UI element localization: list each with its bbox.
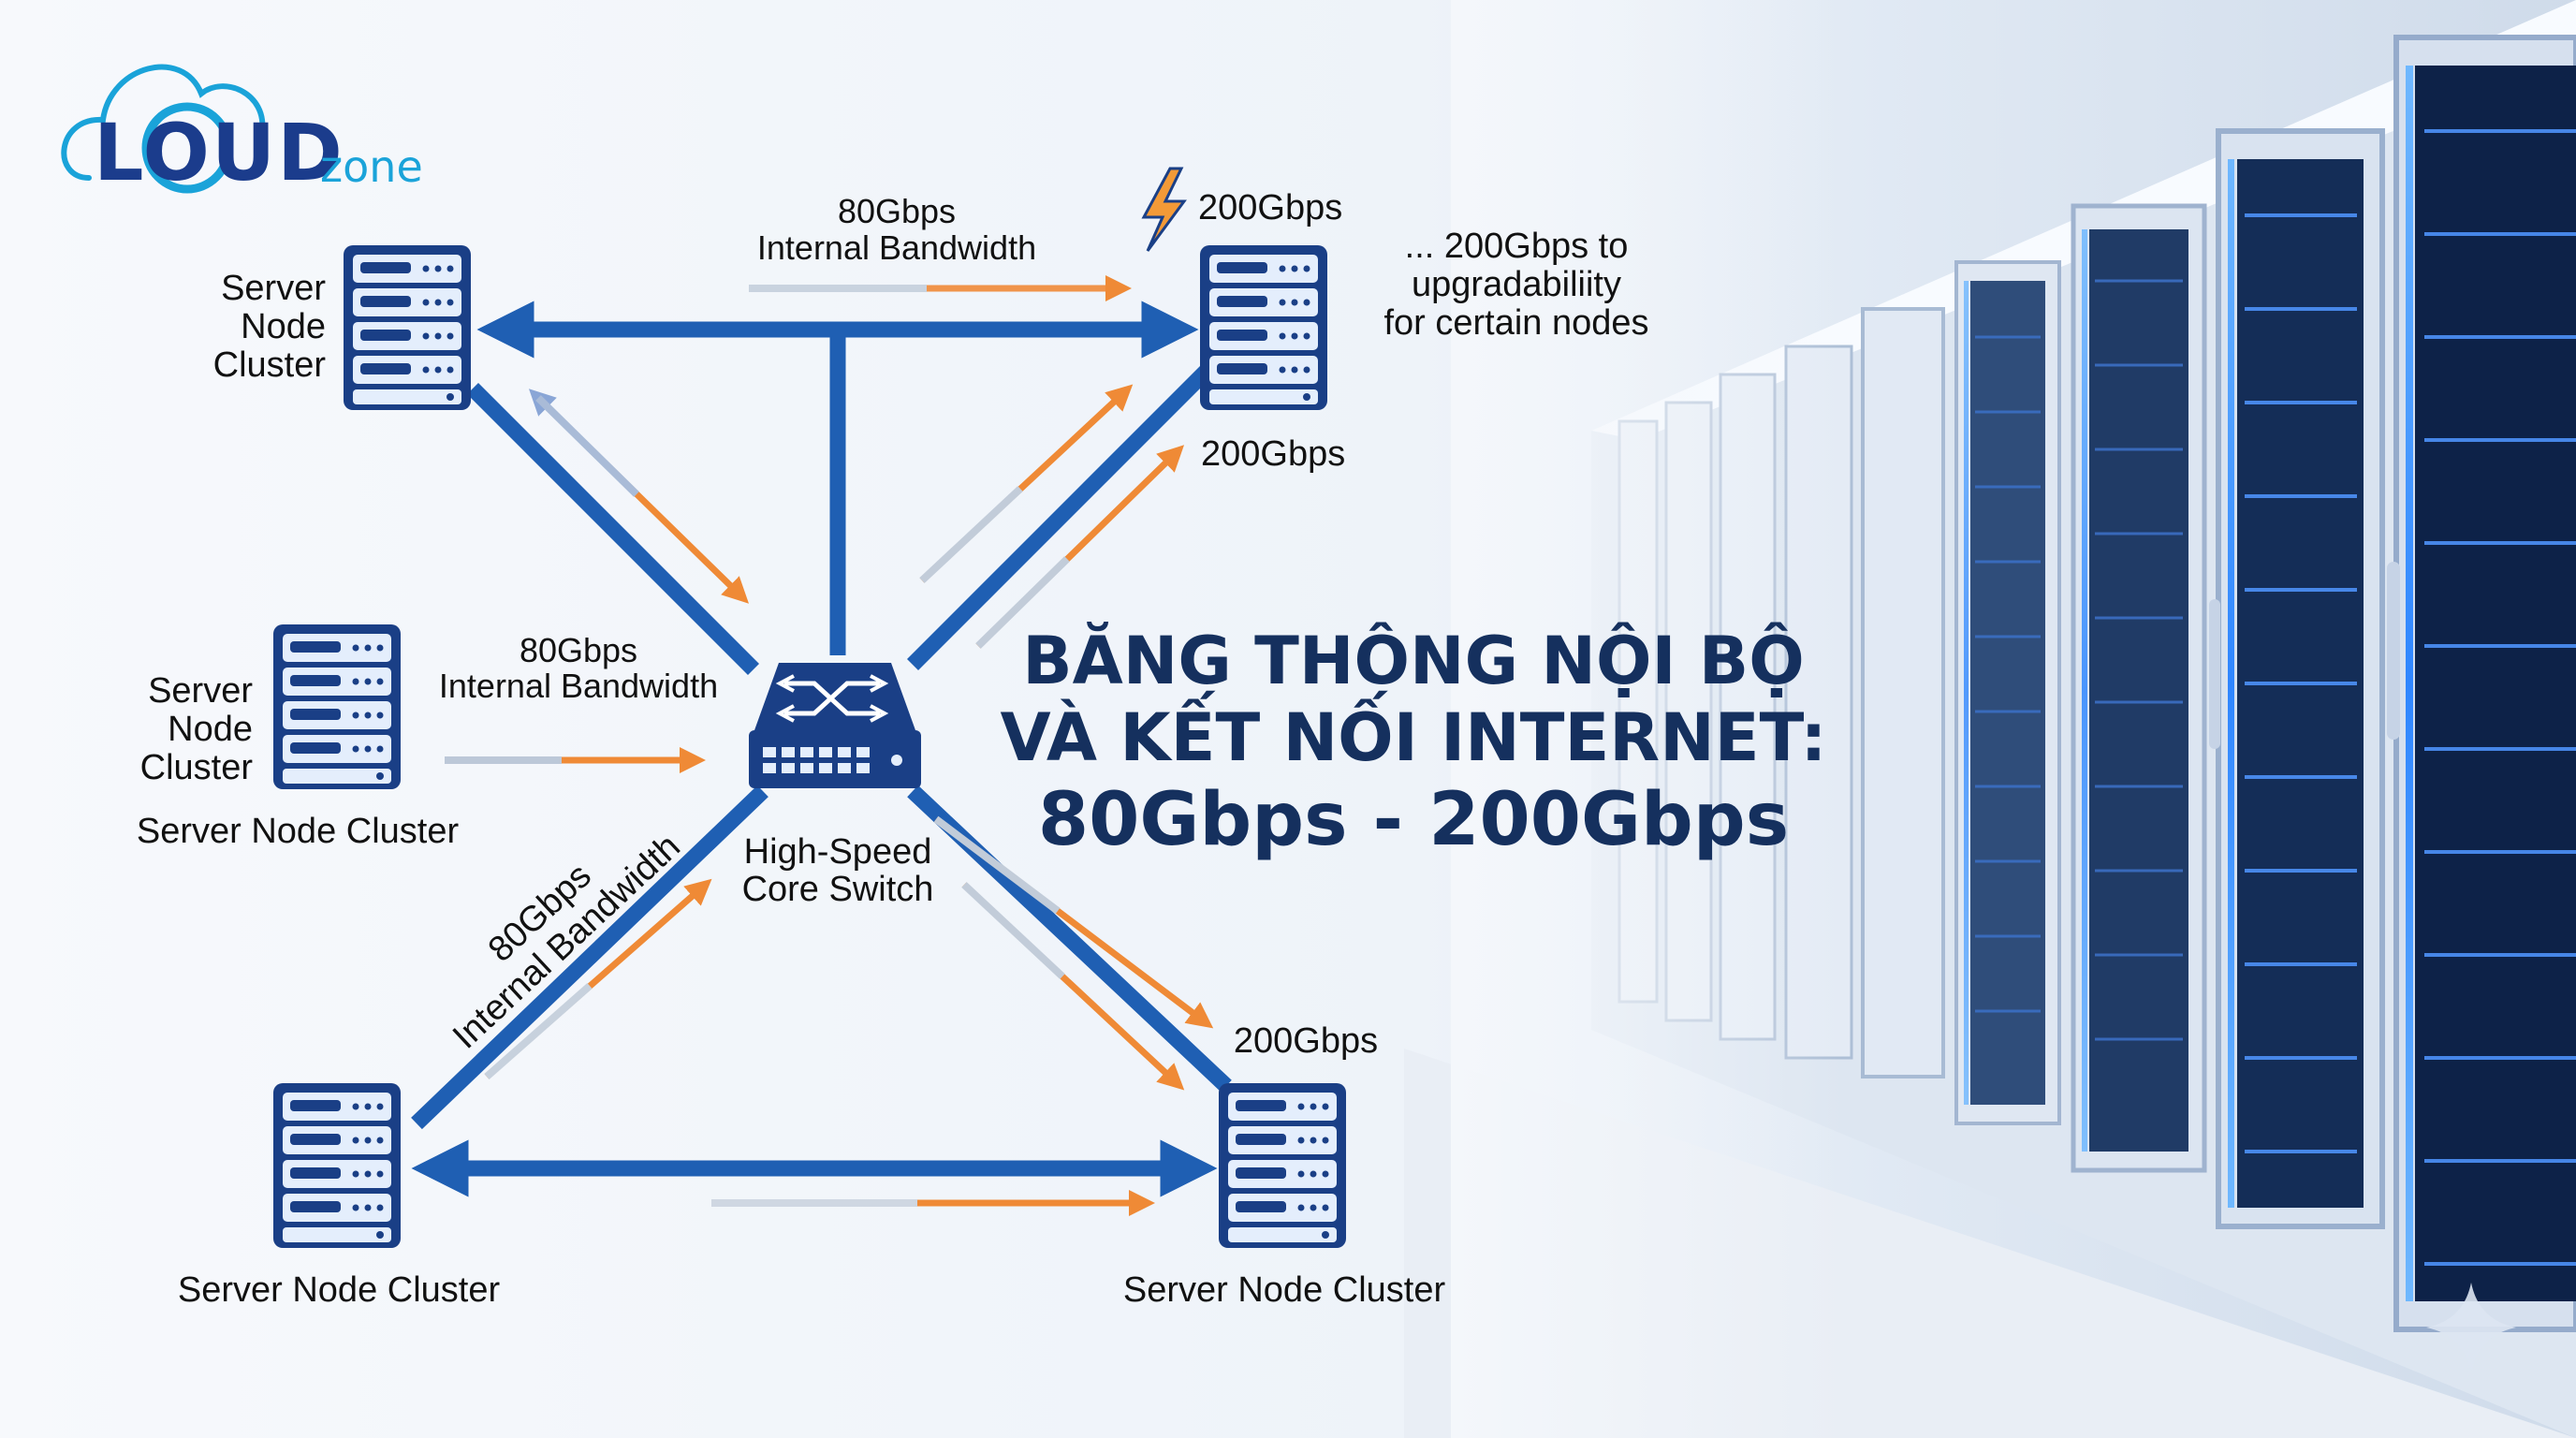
logo-ring (141, 102, 233, 194)
upgrade-note-line1: ... 200Gbps to (1405, 227, 1629, 266)
top-right-below-speed: 200Gbps (1201, 434, 1345, 474)
bottom-right-speed: 200Gbps (1234, 1021, 1378, 1061)
flow-bottomright-1-fade (933, 815, 1061, 915)
mid-link-speed: 80Gbps (520, 631, 637, 669)
mid-left-cluster-caption: Server Node Cluster (137, 812, 460, 851)
mid-left-cluster-line3: Cluster (140, 748, 254, 787)
mid-left-cluster-line1: Server (148, 671, 253, 711)
server-rack-icon (273, 624, 401, 789)
top-left-cluster-line2: Node (241, 307, 326, 346)
link-switch-topright (906, 363, 1214, 671)
network-switch-icon (749, 663, 921, 788)
upgrade-note-line2: upgradabiliity (1412, 265, 1621, 304)
upgrade-note-line3: for certain nodes (1383, 303, 1648, 343)
datacenter-background (1404, 0, 2576, 1438)
lightning-bolt-icon (1141, 167, 1187, 252)
flow-topright-2-fade (975, 556, 1070, 649)
top-left-cluster-line3: Cluster (213, 345, 327, 385)
bottom-right-cluster-caption: Server Node Cluster (1123, 1270, 1446, 1310)
switch-caption-line2: Core Switch (742, 870, 934, 909)
cloud-icon (61, 64, 266, 181)
logo-letters: LOUD (94, 107, 344, 198)
top-right-speed: 200Gbps (1198, 188, 1342, 227)
top-left-cluster-line1: Server (221, 269, 326, 308)
link-switch-bottomleft (411, 785, 768, 1130)
sparkle-icon (2426, 1283, 2516, 1372)
top-link-speed: 80Gbps (838, 192, 956, 230)
mid-link-caption: Internal Bandwidth (439, 667, 718, 705)
logo: LOUD zone (61, 64, 423, 198)
flow-topright-1-fade (919, 486, 1023, 583)
flow-bottomleft-fade (484, 982, 593, 1080)
logo-suffix: zone (320, 141, 423, 192)
flow-topleft-fade (535, 395, 639, 497)
headline: BĂNG THÔNG NỘI BỘ VÀ KẾT NỐI INTERNET: 8… (1000, 622, 1826, 862)
headline-line2: VÀ KẾT NỐI INTERNET: (1000, 691, 1826, 776)
diagram-labels: 80Gbps Internal Bandwidth 200Gbps 200Gbp… (137, 188, 1649, 1310)
server-rack-icon (1200, 245, 1327, 410)
headline-line3: 80Gbps - 200Gbps (1038, 778, 1789, 862)
server-rack-icon (344, 245, 471, 410)
bottom-left-cluster-caption: Server Node Cluster (178, 1270, 501, 1310)
flow-arrows (445, 275, 1214, 1216)
server-rack-icon (273, 1083, 401, 1248)
flow-bottomright-2-fade (961, 882, 1065, 979)
server-rack-icon (1219, 1083, 1346, 1248)
switch-caption-line1: High-Speed (744, 832, 932, 872)
top-link-caption: Internal Bandwidth (757, 228, 1036, 267)
headline-line1: BĂNG THÔNG NỘI BỘ (1022, 622, 1805, 699)
mid-left-cluster-line2: Node (168, 710, 253, 749)
